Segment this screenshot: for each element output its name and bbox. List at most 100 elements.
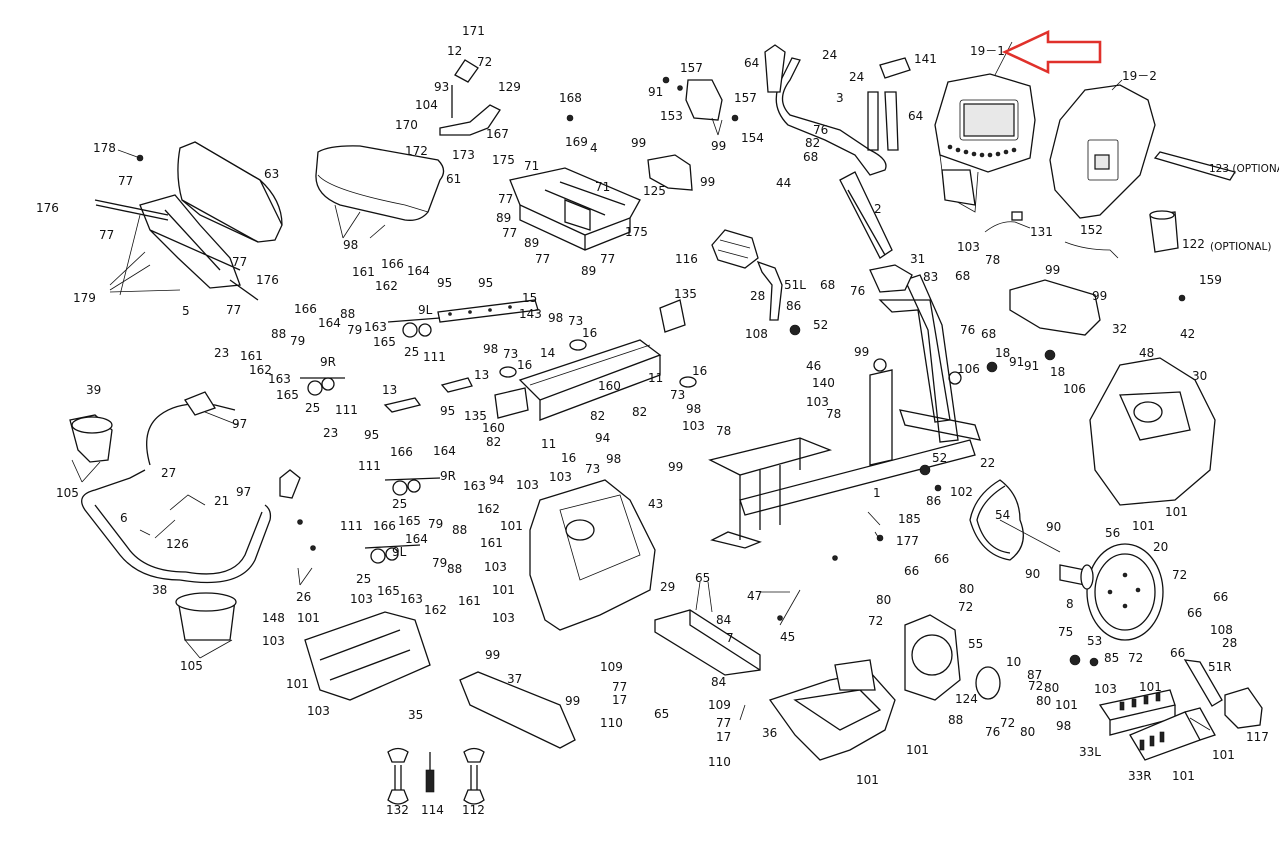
- part-label: 160: [598, 379, 621, 393]
- part-label: 4: [590, 141, 598, 155]
- part-label: 111: [340, 519, 363, 533]
- part-label: 21: [214, 494, 229, 508]
- part-label: 10: [1006, 655, 1021, 669]
- part-label: 140: [812, 376, 835, 390]
- part-label: 101: [1132, 519, 1155, 533]
- part-label: 18: [1050, 365, 1065, 379]
- part-label: 72: [958, 600, 973, 614]
- main-frame-1: [708, 437, 833, 476]
- part-label: 6: [120, 511, 128, 525]
- pedal-117: [1224, 687, 1263, 729]
- part-label: 103: [1094, 682, 1117, 696]
- part-label: 9R: [320, 355, 336, 369]
- part-label: 185: [898, 512, 921, 526]
- part-label: 68: [955, 269, 970, 283]
- part-label: 85: [1104, 651, 1119, 665]
- part-label: 83: [923, 270, 938, 284]
- part-label: 14: [540, 346, 555, 360]
- part-label: (OPTIONAL): [1210, 241, 1271, 253]
- part-label: 89: [496, 211, 511, 225]
- part-label: 22: [980, 456, 995, 470]
- part-label: 3: [836, 91, 844, 105]
- part-label: 79: [290, 334, 305, 348]
- part-label: 23: [323, 426, 338, 440]
- part-label: 99: [711, 139, 726, 153]
- part-label: 91: [1024, 359, 1039, 373]
- part-label: 110: [708, 755, 731, 769]
- part-label: 116: [675, 252, 698, 266]
- part-label: 31: [910, 252, 925, 266]
- part-label: 99: [631, 136, 646, 150]
- part-label: 47: [747, 589, 762, 603]
- part-label: 82: [486, 435, 501, 449]
- part-label: 13: [382, 383, 397, 397]
- part-label: 162: [477, 502, 500, 516]
- part-label: 79: [432, 556, 447, 570]
- part-label: 167: [486, 127, 509, 141]
- part-label: 117: [1246, 730, 1269, 744]
- part-label: 141: [914, 52, 937, 66]
- part-label: 129: [498, 80, 521, 94]
- part-label: 65: [695, 571, 710, 585]
- part-labels: 171 12 72 129 93 104 170 167 172 173 168…: [36, 24, 1279, 817]
- part-label: 48: [1139, 346, 1154, 360]
- part-label: 101: [1165, 505, 1188, 519]
- part-label: 106: [957, 362, 980, 376]
- part-label: 80: [1044, 681, 1059, 695]
- part-label: 26: [296, 590, 311, 604]
- part-label: 91: [1009, 355, 1024, 369]
- part-label: 55: [968, 637, 983, 651]
- part-label: 143: [519, 307, 542, 321]
- part-label: 17: [612, 693, 627, 707]
- part-label: 72: [1172, 568, 1187, 582]
- part-label: 102: [950, 485, 973, 499]
- brake-55: [904, 614, 961, 701]
- part-label: 33L: [1079, 745, 1101, 759]
- part-label: 166: [294, 302, 317, 316]
- part-label: 110: [600, 716, 623, 730]
- part-label: 98: [483, 342, 498, 356]
- part-label: 77: [502, 226, 517, 240]
- part-label: 52: [932, 451, 947, 465]
- part-label: 101: [1055, 698, 1078, 712]
- part-label: 72: [868, 614, 883, 628]
- part-label: 103: [516, 478, 539, 492]
- part-label: 99: [854, 345, 869, 359]
- part-label: 71: [524, 159, 539, 173]
- part-label: 11: [541, 437, 556, 451]
- rail-33R: [1129, 711, 1201, 761]
- part-label: 75: [1058, 625, 1073, 639]
- part-label: 42: [1180, 327, 1195, 341]
- part-label: 80: [876, 593, 891, 607]
- part-label: 72: [477, 55, 492, 69]
- part-label: 17: [716, 730, 731, 744]
- part-label: 72: [1028, 679, 1043, 693]
- part-label: 103: [806, 395, 829, 409]
- part-label: 71: [595, 180, 610, 194]
- handrail-6: [81, 469, 272, 584]
- part-label: 165: [276, 388, 299, 402]
- part-label: 76: [850, 284, 865, 298]
- part-label: 16: [561, 451, 576, 465]
- part-label: 93: [434, 80, 449, 94]
- part-label: 103: [307, 704, 330, 718]
- belt-54: [969, 479, 1024, 561]
- part-label: 56: [1105, 526, 1120, 540]
- part-label: 52: [813, 318, 828, 332]
- part-label: 73: [503, 347, 518, 361]
- part-label: 51L: [784, 278, 806, 292]
- part-label: 90: [1046, 520, 1061, 534]
- part-label: 54: [995, 508, 1010, 522]
- part-label: 8: [1066, 597, 1074, 611]
- part-label: 109: [600, 660, 623, 674]
- part-label: 148: [262, 611, 285, 625]
- part-label: 29: [660, 580, 675, 594]
- part-label: 101: [1172, 769, 1195, 783]
- part-label: 79: [428, 517, 443, 531]
- part-label: 111: [335, 403, 358, 417]
- part-label: 122: [1182, 237, 1205, 251]
- part-label: 76: [813, 123, 828, 137]
- part-label: 91: [648, 85, 663, 99]
- left-shroud-29: [529, 479, 656, 631]
